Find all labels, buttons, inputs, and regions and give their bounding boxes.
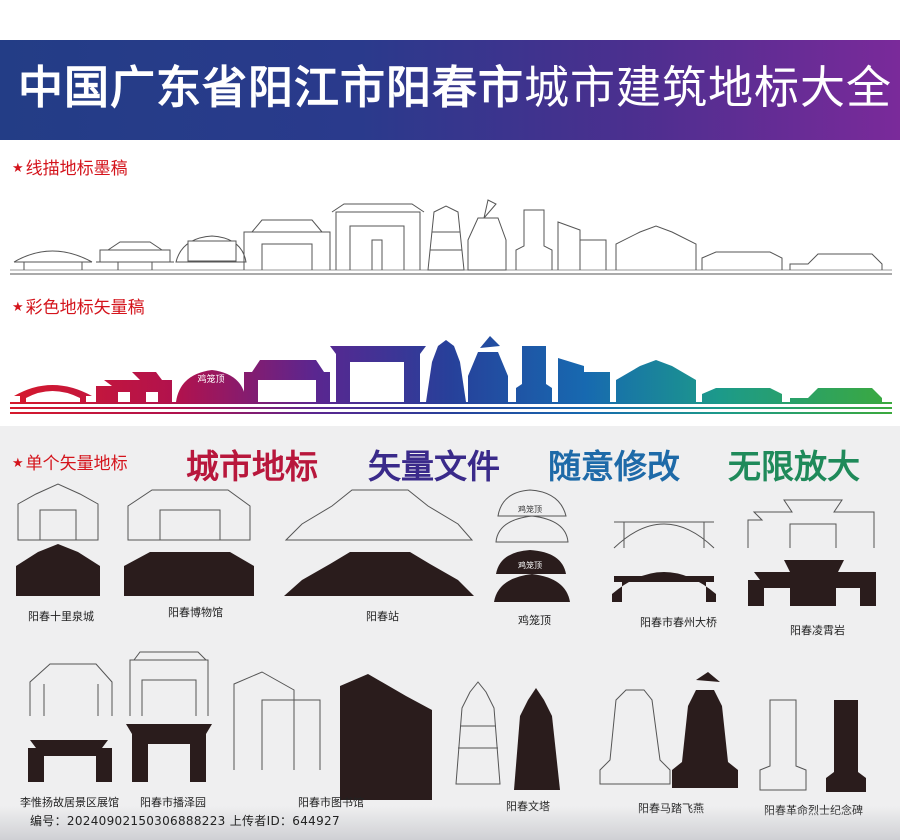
landmark-silhouettes-row2 bbox=[28, 672, 866, 800]
page-title: 中国广东省阳江市阳春市城市建筑地标大全 bbox=[18, 58, 892, 118]
slogan-1: 城市地标 bbox=[186, 447, 318, 486]
title-bold: 中国广东省阳江市阳春市 bbox=[18, 61, 525, 114]
section-color-art: ★彩色地标矢量稿 bbox=[12, 293, 145, 318]
landmark-label: 鸡笼顶 bbox=[518, 614, 551, 627]
stone-text-silhouette: 鸡笼顶 bbox=[518, 560, 542, 570]
footer-bar: 编号：20240902150306888223 上传者ID：644927 bbox=[0, 806, 900, 840]
star-icon: ★ bbox=[12, 456, 24, 471]
landmark-label: 阳春十里泉城 bbox=[28, 610, 94, 623]
slogan-3: 随意修改 bbox=[548, 447, 680, 486]
section-single-label: 单个矢量地标 bbox=[25, 454, 128, 474]
slogan-4: 无限放大 bbox=[728, 447, 860, 486]
star-icon: ★ bbox=[12, 161, 24, 176]
footer-text: 编号：20240902150306888223 上传者ID：644927 bbox=[30, 814, 340, 828]
landmark-lines-row1 bbox=[17, 483, 875, 549]
title-banner: 中国广东省阳江市阳春市城市建筑地标大全 bbox=[0, 40, 900, 140]
color-skyline bbox=[10, 336, 892, 414]
landmark-label: 李惟扬故居景区展馆 bbox=[20, 796, 119, 809]
landmark-label: 阳春博物馆 bbox=[168, 606, 223, 619]
landmark-silhouettes-row1 bbox=[16, 544, 876, 606]
line-skyline bbox=[10, 199, 892, 275]
stone-text-line: 鸡笼顶 bbox=[518, 504, 542, 514]
landmark-lines-row2 bbox=[29, 651, 807, 791]
title-regular: 城市建筑地标大全 bbox=[524, 61, 893, 114]
section-line-art: ★线描地标墨稿 bbox=[12, 154, 128, 179]
section-line-art-label: 线描地标墨稿 bbox=[25, 159, 128, 179]
slogan-2: 矢量文件 bbox=[368, 447, 500, 486]
landmark-label: 阳春市图书馆 bbox=[298, 796, 364, 809]
landmark-label: 阳春市春州大桥 bbox=[640, 616, 717, 629]
landmark-label: 阳春站 bbox=[366, 610, 399, 623]
section-single: ★单个矢量地标 bbox=[12, 449, 128, 474]
section-color-art-label: 彩色地标矢量稿 bbox=[25, 298, 145, 318]
stone-text-color: 鸡笼顶 bbox=[197, 373, 224, 385]
landmark-label: 阳春凌霄岩 bbox=[790, 624, 845, 637]
landmark-label: 阳春市播泽园 bbox=[140, 796, 206, 809]
single-landmarks-panel bbox=[0, 426, 900, 840]
star-icon: ★ bbox=[12, 300, 24, 315]
